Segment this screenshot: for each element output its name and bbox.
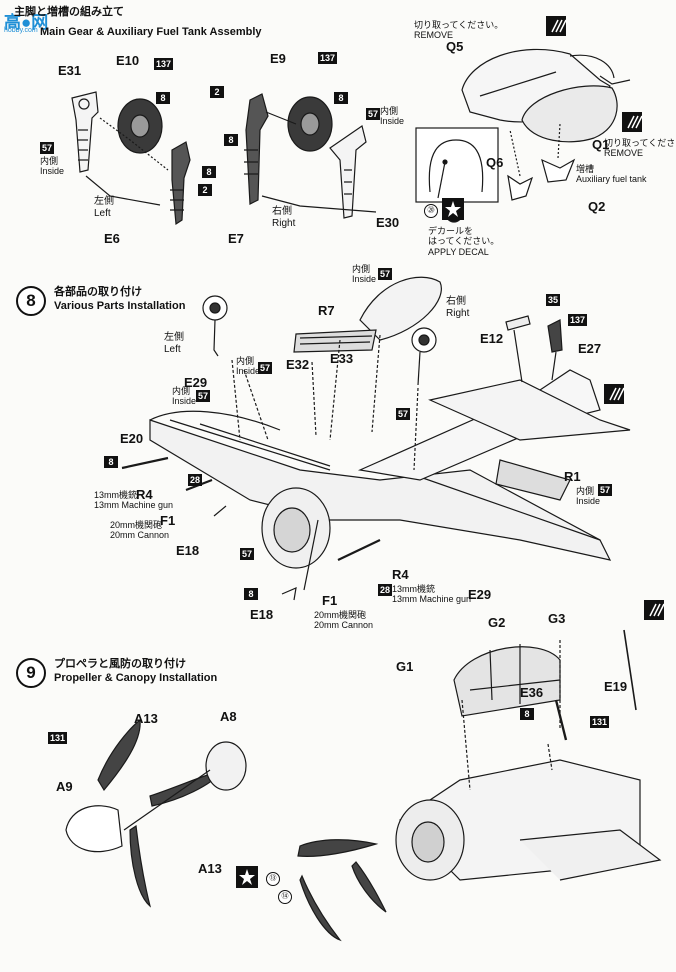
- part-E20: E20: [120, 431, 144, 446]
- part-Q5: Q5: [446, 39, 464, 54]
- badge-8: 8: [244, 588, 258, 600]
- badge-57: 57: [598, 484, 613, 496]
- part-E29-left: E29: [184, 375, 208, 390]
- badge-28: 28: [378, 584, 393, 596]
- badge-2: 2: [210, 86, 224, 98]
- part-R1: R1: [564, 469, 581, 484]
- badge-137: 137: [318, 52, 338, 64]
- step8-title-en: Various Parts Installation: [54, 300, 186, 312]
- part-Q1: Q1: [592, 137, 610, 152]
- part-Q6: Q6: [486, 155, 504, 170]
- part-Q2: Q2: [588, 199, 606, 214]
- step7-title-en: Main Gear & Auxiliary Fuel Tank Assembly: [40, 26, 262, 38]
- part-A13-bottom: A13: [198, 861, 222, 876]
- part-R4-left: R4: [136, 487, 153, 502]
- step8-title-jp: 各部品の取り付け: [54, 286, 142, 298]
- badge-8: 8: [334, 92, 348, 104]
- step9-title-jp: プロペラと風防の取り付け: [54, 658, 186, 670]
- badge-57: 57: [378, 268, 393, 280]
- badge-8: 8: [202, 166, 216, 178]
- badge-57: 57: [396, 408, 411, 420]
- part-E9: E9: [270, 51, 286, 66]
- step9-number: 9: [16, 658, 46, 688]
- badge-57: 57: [240, 548, 255, 560]
- badge-57: 57: [258, 362, 273, 374]
- decal-number: ⑳: [424, 204, 438, 218]
- step7-title-jp: 主脚と増槽の組み立て: [14, 6, 124, 18]
- badge-8: 8: [156, 92, 170, 104]
- part-E19: E19: [604, 679, 628, 694]
- badge-137: 137: [568, 314, 588, 326]
- remove-note-q1: 切り取ってください。REMOVE: [604, 138, 676, 159]
- step9-title-en: Propeller & Canopy Installation: [54, 672, 218, 684]
- badge-8: 8: [224, 134, 238, 146]
- badge-57: 57: [196, 390, 211, 402]
- part-E10: E10: [116, 53, 140, 68]
- remove-note-q5: 切り取ってください。REMOVE: [414, 20, 504, 41]
- part-F1-right: F1: [322, 593, 338, 608]
- part-E30: E30: [376, 215, 400, 230]
- badge-57: 57: [366, 108, 381, 120]
- badge-2: 2: [198, 184, 212, 196]
- badge-131: 131: [48, 732, 68, 744]
- badge-35: 35: [546, 294, 561, 306]
- part-F1-left: F1: [160, 513, 176, 528]
- badge-131: 131: [590, 716, 610, 728]
- part-G1: G1: [396, 659, 414, 674]
- part-E29-right: E29: [468, 587, 492, 602]
- part-G3: G3: [548, 611, 566, 626]
- part-E18-left: E18: [176, 543, 200, 558]
- part-E7: E7: [228, 231, 244, 246]
- badge-28: 28: [188, 474, 203, 486]
- part-A8: A8: [220, 709, 237, 724]
- part-E31: E31: [58, 63, 82, 78]
- part-E18-right: E18: [250, 607, 274, 622]
- part-E33: E33: [330, 351, 354, 366]
- decal-14: ⑭: [278, 890, 292, 904]
- decal-13: ⑬: [266, 872, 280, 886]
- part-A9: A9: [56, 779, 73, 794]
- badge-137: 137: [154, 58, 174, 70]
- part-G2: G2: [488, 615, 506, 630]
- watermark-url: hobby.com: [4, 27, 38, 34]
- step8-number: 8: [16, 286, 46, 316]
- decal-note: デカールを はってください。APPLY DECAL: [428, 226, 500, 257]
- part-R7: R7: [318, 303, 335, 318]
- watermark-logo: 高●网: [4, 13, 49, 32]
- part-E36: E36: [520, 685, 544, 700]
- badge-8: 8: [104, 456, 118, 468]
- part-A13-top: A13: [134, 711, 158, 726]
- part-E6: E6: [104, 231, 120, 246]
- part-E32: E32: [286, 357, 310, 372]
- part-E27: E27: [578, 341, 602, 356]
- badge-8: 8: [520, 708, 534, 720]
- part-R4-right: R4: [392, 567, 409, 582]
- badge-57: 57: [40, 142, 55, 154]
- part-E12: E12: [480, 331, 504, 346]
